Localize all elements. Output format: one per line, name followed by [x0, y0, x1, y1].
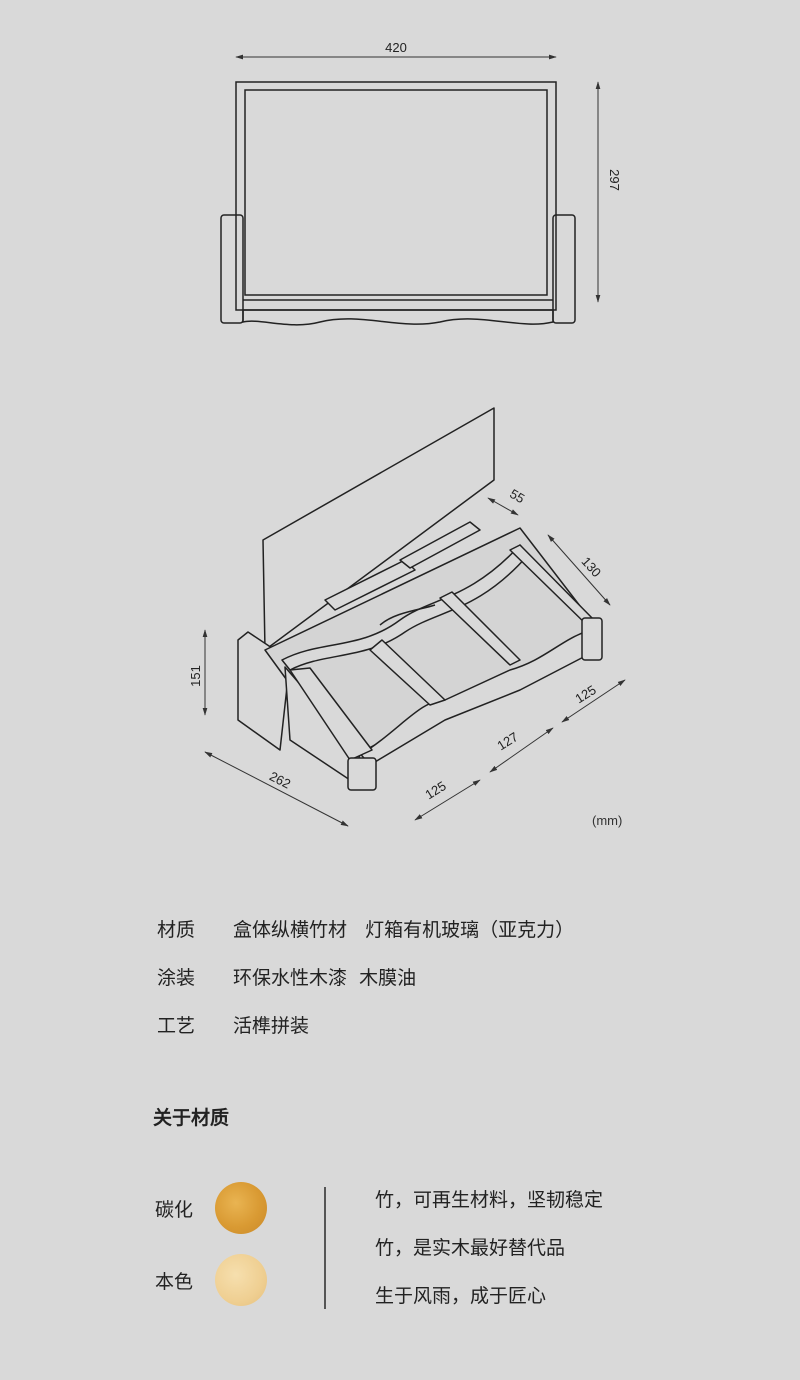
- foot-left: [347, 757, 377, 791]
- note-3: 生于风雨，成于匠心: [375, 1285, 547, 1307]
- dim-width: 420: [385, 40, 407, 55]
- foot-right: [581, 617, 603, 661]
- divider: [324, 1187, 326, 1309]
- cross-rail-2: [399, 521, 481, 569]
- product-drawing: 420 297 55 130 151 262 125 127 125: [188, 40, 626, 827]
- section-title: 关于材质: [153, 1107, 230, 1129]
- spec-label: 材质: [157, 919, 196, 941]
- lightbox-panel: [235, 81, 557, 311]
- handle-slot: [379, 604, 436, 626]
- spec-craft: 工艺 活榫拼装: [157, 1011, 309, 1038]
- partition-1: [369, 639, 446, 706]
- material-name: 本色: [155, 1270, 194, 1293]
- material-item-carbonized: 碳化: [155, 1182, 267, 1234]
- dim-box-height: 151: [188, 665, 203, 687]
- material-item-natural: 本色: [155, 1254, 267, 1306]
- dim-partition: 55: [507, 486, 527, 506]
- front-view: [220, 81, 576, 326]
- base-curve: [242, 309, 554, 326]
- right-side-panel: [552, 214, 576, 324]
- material-name: 碳化: [155, 1198, 194, 1221]
- spec-label: 工艺: [157, 1015, 196, 1037]
- note-2: 竹，是实木最好替代品: [375, 1237, 566, 1259]
- spec-label: 涂装: [157, 967, 196, 989]
- note-1: 竹，可再生材料，坚韧稳定: [375, 1189, 604, 1211]
- end-panel-left: [289, 667, 373, 761]
- lightbox-panel-iso: [262, 407, 495, 651]
- dim-length: 262: [267, 768, 293, 791]
- unit-label: (mm): [592, 813, 623, 828]
- dim-comp-1: 125: [422, 778, 448, 802]
- natural-swatch: [215, 1254, 267, 1306]
- dim-comp-2: 127: [494, 729, 520, 753]
- left-side-panel: [220, 214, 244, 324]
- cross-rail-1: [324, 559, 416, 611]
- dim-depth-right: 130: [579, 554, 605, 580]
- spec-value: 盒体纵横竹材 灯箱有机玻璃（亚克力）: [233, 919, 575, 941]
- lightbox-inner: [244, 89, 548, 296]
- dim-comp-3: 125: [572, 682, 598, 706]
- spec-value: 环保水性木漆 木膜油: [233, 967, 417, 989]
- spec-material: 材质 盒体纵横竹材 灯箱有机玻璃（亚克力）: [157, 915, 574, 942]
- spec-value: 活榫拼装: [233, 1015, 310, 1037]
- spec-coating: 涂装 环保水性木漆 木膜油: [157, 963, 416, 990]
- carbonized-swatch: [215, 1182, 267, 1234]
- dim-height: 297: [607, 169, 622, 191]
- partition-2: [439, 591, 521, 666]
- isometric-view: [237, 407, 603, 791]
